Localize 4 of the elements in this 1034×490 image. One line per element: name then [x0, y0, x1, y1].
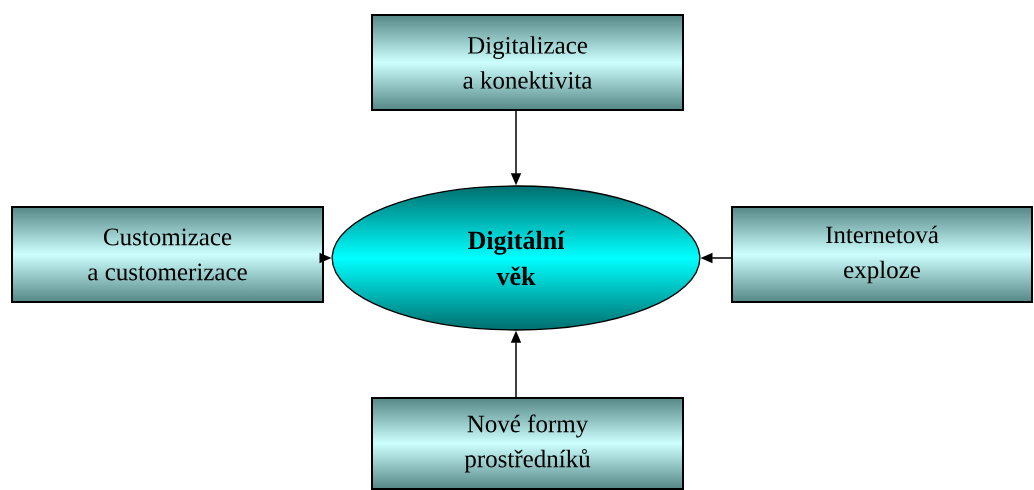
process-box: Customizace a customerizace: [11, 206, 324, 303]
process-box: Internetová exploze: [731, 206, 1033, 303]
process-box: Digitalizace a konektivita: [371, 14, 684, 111]
process-box: Nové formy prostředníků: [371, 397, 684, 490]
